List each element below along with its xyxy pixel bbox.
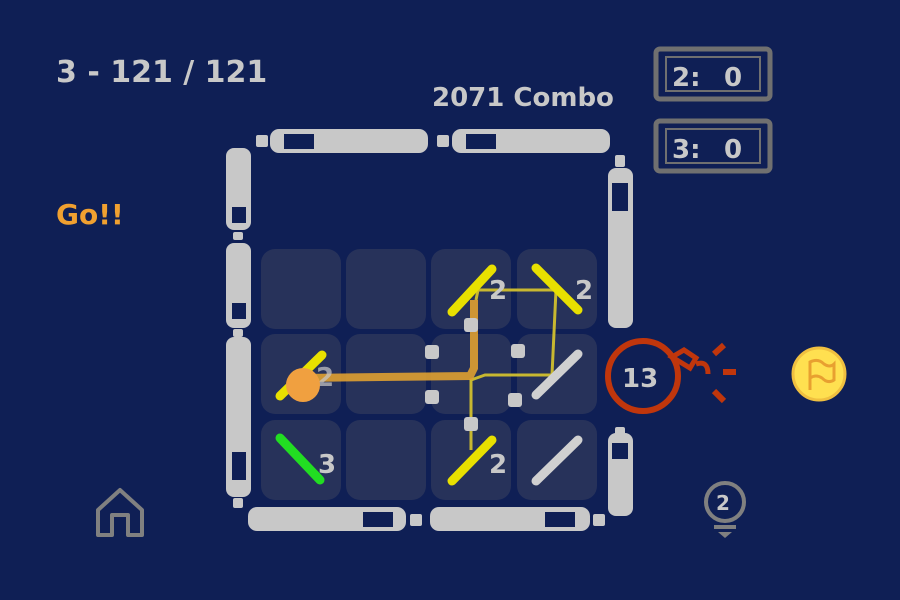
mirror-r2c3	[531, 435, 583, 486]
mirror-r2c2	[447, 435, 497, 486]
mirror-r2c0	[275, 433, 325, 485]
beam-main	[299, 300, 478, 382]
counter-label: 3:	[672, 135, 701, 165]
mirror-r1c3	[531, 349, 583, 400]
flag-coin-icon[interactable]	[791, 346, 847, 402]
mirror-r0c2	[447, 264, 497, 317]
counter-value: 0	[724, 135, 742, 165]
cell-label: 3	[318, 450, 336, 480]
mirror-r0c3	[531, 263, 583, 315]
cell-r0c0[interactable]	[261, 249, 341, 329]
battery-right-2	[608, 427, 633, 516]
bomb-count: 13	[622, 364, 658, 394]
battery-bottom-2	[430, 507, 605, 531]
counter-label: 2:	[672, 63, 701, 93]
lightbulb-icon	[704, 481, 746, 523]
cell-label: 2	[489, 450, 507, 480]
connectors	[425, 318, 525, 431]
counter-box-2: 2: 0	[653, 46, 773, 102]
level-progress: 3 - 121 / 121	[56, 55, 267, 90]
hint-button[interactable]: 2	[704, 481, 746, 538]
counter-value: 0	[724, 63, 742, 93]
home-button[interactable]	[96, 488, 144, 537]
cell-r2c1[interactable]	[346, 420, 426, 500]
board-frame	[226, 129, 633, 531]
battery-left-1	[226, 148, 251, 240]
cell-label: 2	[489, 276, 507, 306]
status-text: Go!!	[56, 198, 124, 231]
mirrors	[275, 263, 583, 486]
home-icon	[96, 488, 144, 537]
ball[interactable]	[286, 368, 320, 402]
counter-box-3: 3: 0	[653, 118, 773, 174]
cell-label: 2	[316, 363, 334, 393]
cell-label: 2	[575, 276, 593, 306]
cell-r0c1[interactable]	[346, 249, 426, 329]
battery-top-1	[256, 129, 428, 153]
bomb-icon[interactable]: 13	[605, 338, 736, 414]
combo-counter: 2071 Combo	[432, 83, 614, 113]
battery-left-2	[226, 243, 251, 337]
battery-left-3	[226, 337, 251, 508]
battery-right-1	[608, 155, 633, 328]
battery-bottom-1	[248, 507, 422, 531]
battery-top-2	[437, 129, 610, 153]
hint-count: 2	[716, 491, 730, 515]
